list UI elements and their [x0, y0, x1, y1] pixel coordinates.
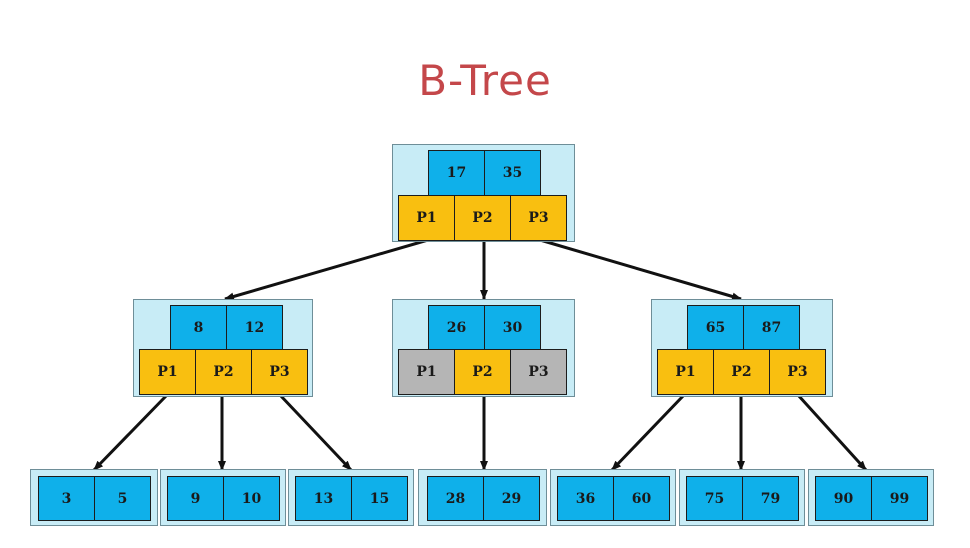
root-pointer-3: P3 [510, 195, 567, 241]
internal-node-1-pointer-1: P1 [139, 349, 196, 395]
leaf-node-5-key-2: 60 [613, 476, 670, 521]
internal-node-1: 8 12 P1 P2 P3 [133, 299, 313, 397]
leaf-node-5-key-1: 36 [557, 476, 614, 521]
root-key-2: 35 [484, 150, 541, 196]
leaf-node-1-key-2: 5 [94, 476, 151, 521]
edge-node1-p1 [92, 393, 169, 472]
root-pointer-1: P1 [398, 195, 455, 241]
leaf-node-5: 36 60 [550, 469, 676, 526]
internal-node-2-key-1: 26 [428, 305, 485, 350]
leaf-node-7: 90 99 [808, 469, 934, 526]
internal-node-3-key-2: 87 [743, 305, 800, 350]
leaf-node-2-key-1: 9 [167, 476, 224, 521]
leaf-node-4: 28 29 [418, 469, 547, 526]
internal-node-2-key-2: 30 [484, 305, 541, 350]
internal-node-2-pointer-1: P1 [398, 349, 455, 395]
internal-node-1-pointer-3: P3 [251, 349, 308, 395]
leaf-node-2: 9 10 [160, 469, 286, 526]
internal-node-2-pointer-2: P2 [454, 349, 511, 395]
internal-node-3-pointer-2: P2 [713, 349, 770, 395]
internal-node-1-key-2: 12 [226, 305, 283, 350]
leaf-node-7-key-2: 99 [871, 476, 928, 521]
leaf-node-6: 75 79 [679, 469, 805, 526]
leaf-node-3-key-2: 15 [351, 476, 408, 521]
edge-root-p3 [539, 238, 742, 301]
internal-node-2-pointer-3: P3 [510, 349, 567, 395]
root-node: 17 35 P1 P2 P3 [392, 144, 575, 242]
edge-node3-p1 [610, 393, 686, 472]
root-pointer-2: P2 [454, 195, 511, 241]
leaf-node-4-key-1: 28 [427, 476, 484, 521]
diagram-title: B-Tree [418, 56, 552, 105]
leaf-node-4-key-2: 29 [483, 476, 540, 521]
internal-node-1-key-1: 8 [170, 305, 227, 350]
leaf-node-3: 13 15 [288, 469, 414, 526]
edge-root-p1 [224, 238, 429, 301]
internal-node-2: 26 30 P1 P2 P3 [392, 299, 575, 397]
edge-node3-p3 [796, 393, 868, 472]
internal-node-3-pointer-3: P3 [769, 349, 826, 395]
leaf-node-1-key-1: 3 [38, 476, 95, 521]
leaf-node-3-key-1: 13 [295, 476, 352, 521]
internal-node-1-pointer-2: P2 [195, 349, 252, 395]
root-key-1: 17 [428, 150, 485, 196]
leaf-node-7-key-1: 90 [815, 476, 872, 521]
edge-node1-p3 [278, 393, 353, 472]
internal-node-3-pointer-1: P1 [657, 349, 714, 395]
leaf-node-6-key-1: 75 [686, 476, 743, 521]
internal-node-3-key-1: 65 [687, 305, 744, 350]
leaf-node-1: 3 5 [30, 469, 158, 526]
internal-node-3: 65 87 P1 P2 P3 [651, 299, 833, 397]
leaf-node-6-key-2: 79 [742, 476, 799, 521]
leaf-node-2-key-2: 10 [223, 476, 280, 521]
